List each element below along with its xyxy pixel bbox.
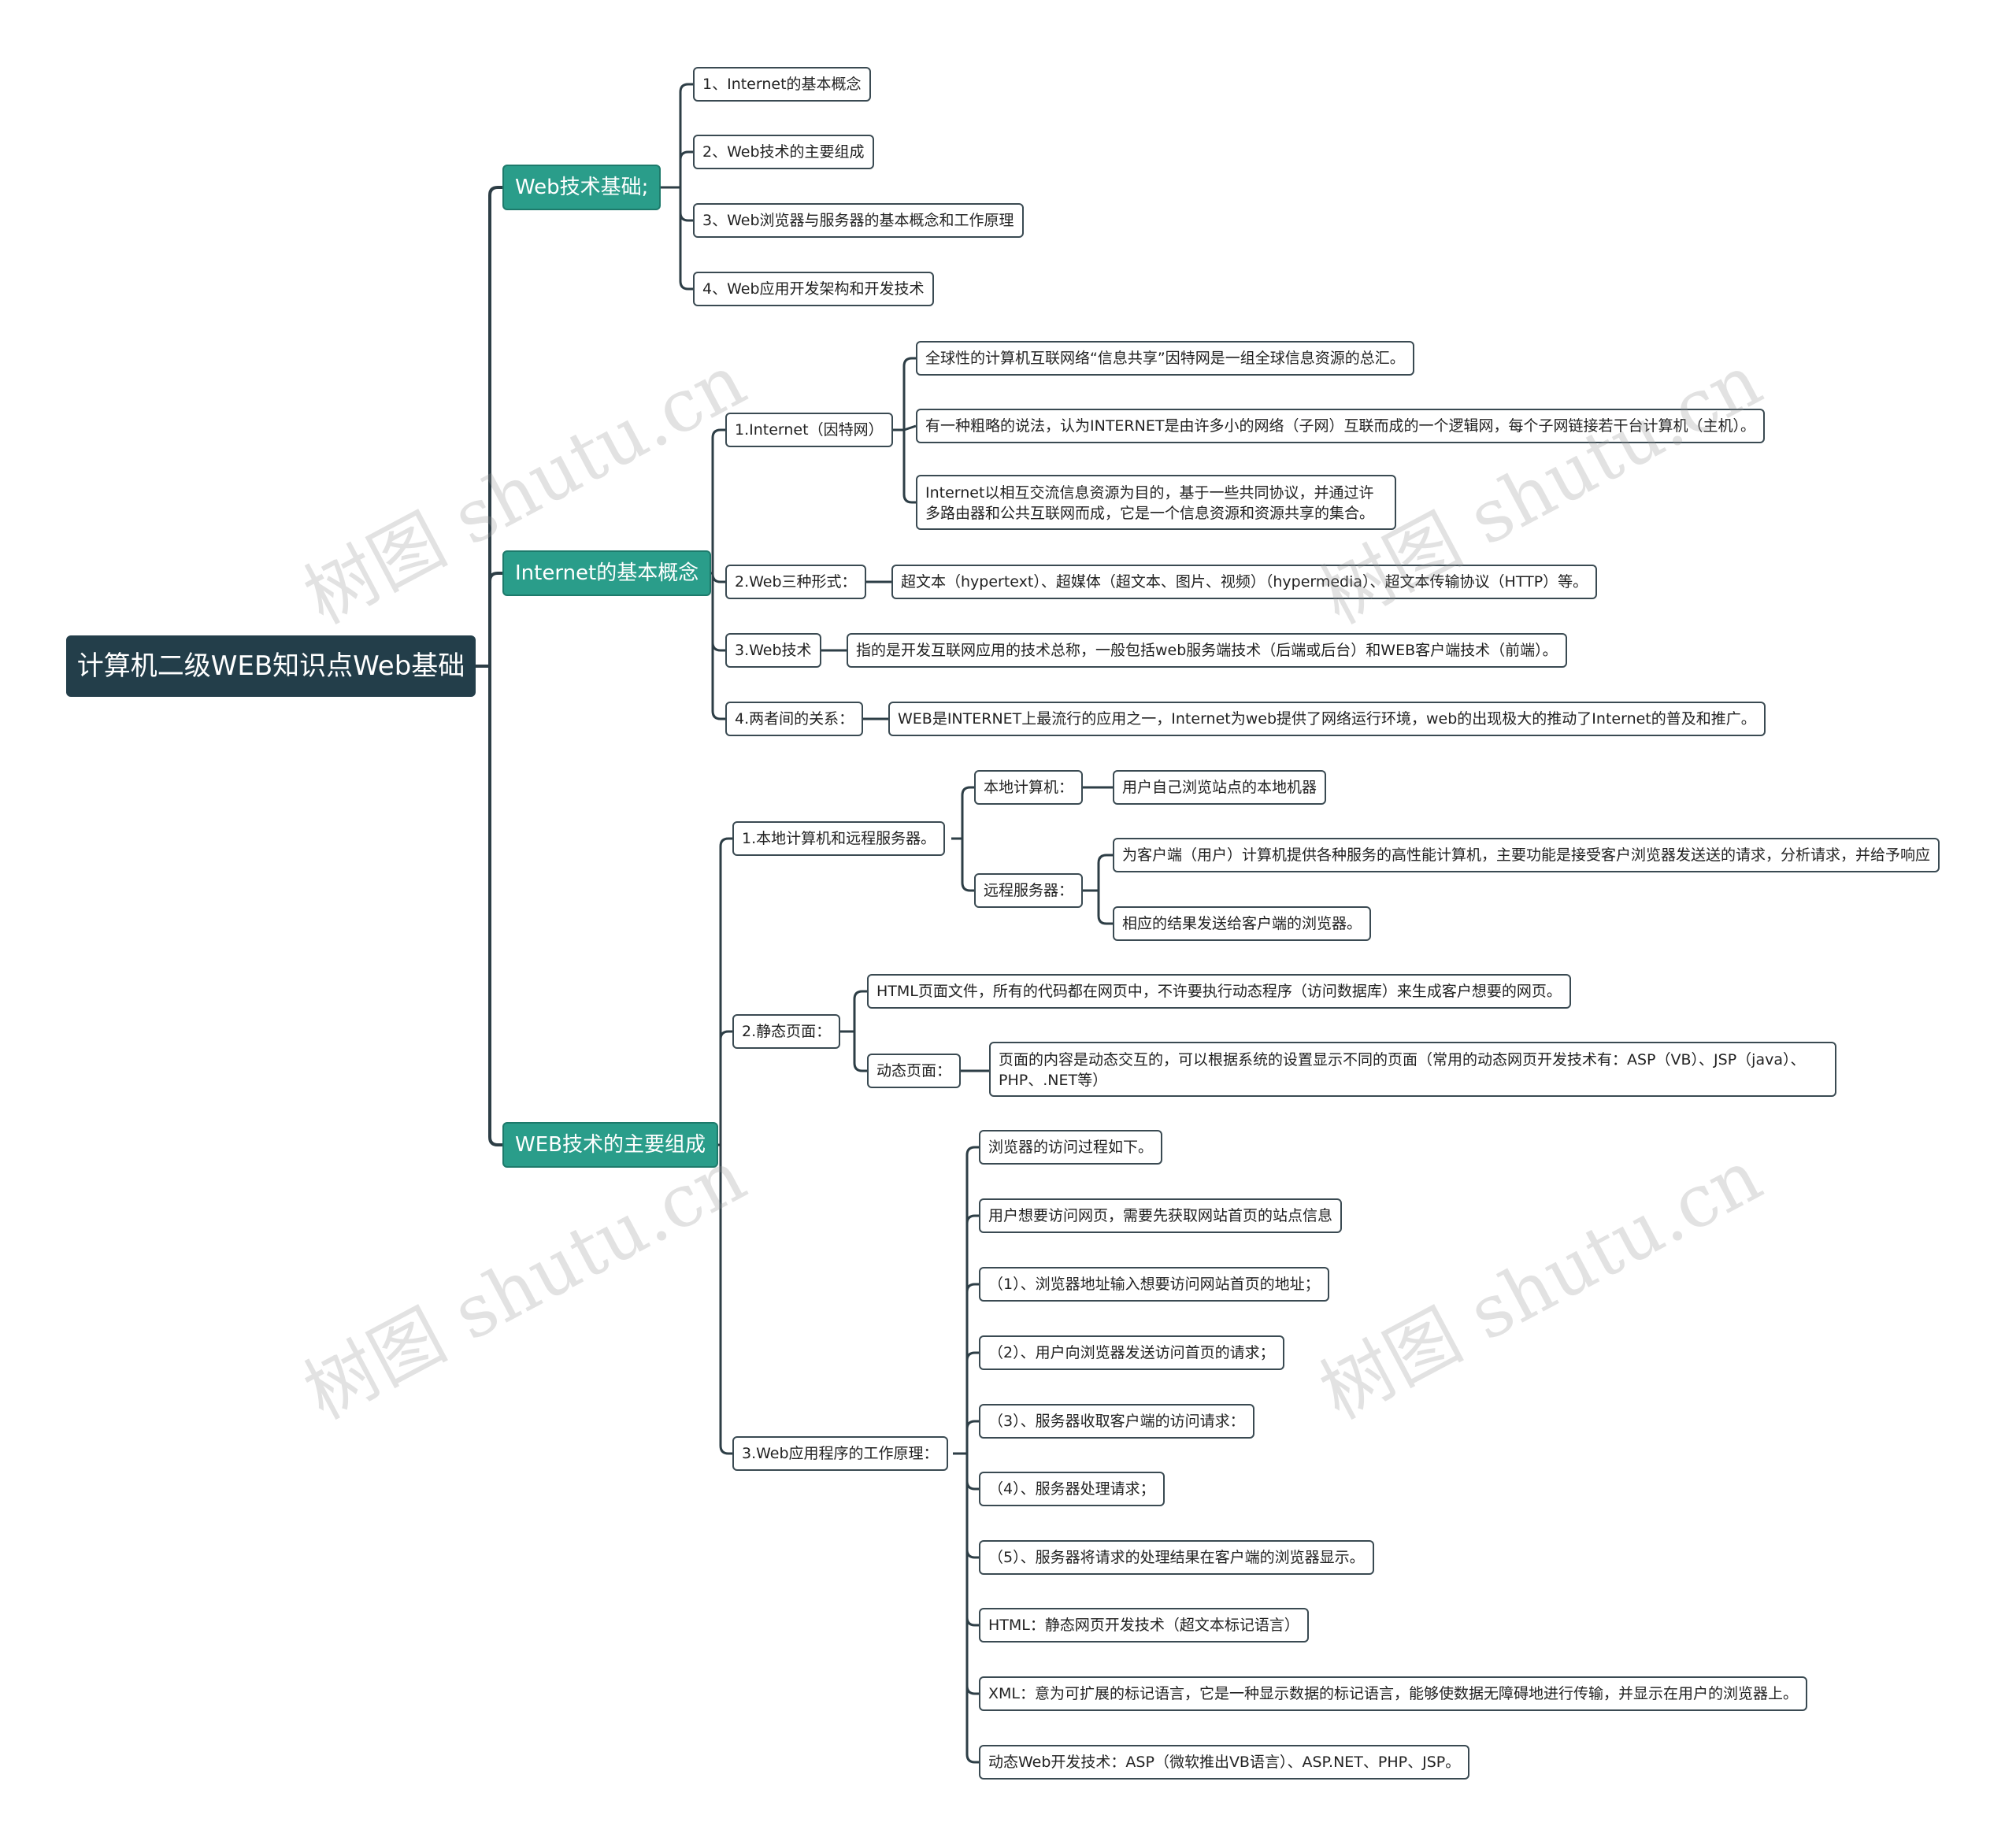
list-item[interactable]: 相应的结果发送给客户端的浏览器。 [1113, 906, 1372, 941]
topic-local-computer[interactable]: 本地计算机： [974, 770, 1084, 805]
list-item[interactable]: Internet以相互交流信息资源为目的，基于一些共同协议，并通过许多路由器和公… [916, 475, 1396, 530]
list-item[interactable]: 4、Web应用开发架构和开发技术 [693, 272, 934, 306]
topic-relation[interactable]: 4.两者间的关系： [725, 702, 864, 736]
list-item[interactable]: 指的是开发互联网应用的技术总称，一般包括web服务端技术（后端或后台）和WEB客… [847, 633, 1567, 668]
topic-web-tech[interactable]: 3.Web技术 [725, 633, 821, 668]
list-item[interactable]: （1）、浏览器地址输入想要访问网站首页的地址； [979, 1267, 1329, 1302]
list-item[interactable]: 页面的内容是动态交互的，可以根据系统的设置显示不同的页面（常用的动态网页开发技术… [989, 1042, 1836, 1097]
branch-web-components[interactable]: WEB技术的主要组成 [502, 1122, 718, 1168]
list-item[interactable]: HTML：静态网页开发技术（超文本标记语言） [979, 1608, 1309, 1643]
branch-web-basics[interactable]: Web技术基础; [502, 165, 662, 210]
list-item[interactable]: WEB是INTERNET上最流行的应用之一，Internet为web提供了网络运… [888, 702, 1766, 736]
branch-internet-concept[interactable]: Internet的基本概念 [502, 550, 712, 596]
list-item[interactable]: （3）、服务器收取客户端的访问请求： [979, 1404, 1254, 1439]
list-item[interactable]: 3、Web浏览器与服务器的基本概念和工作原理 [693, 203, 1024, 238]
root-topic[interactable]: 计算机二级WEB知识点Web基础 [66, 635, 476, 697]
list-item[interactable]: 1、Internet的基本概念 [693, 67, 871, 102]
connector [951, 786, 974, 892]
connector [1083, 854, 1113, 925]
list-item[interactable]: 浏览器的访问过程如下。 [979, 1130, 1163, 1165]
list-item[interactable]: 用户自己浏览站点的本地机器 [1113, 770, 1327, 805]
connector [650, 83, 693, 291]
list-item[interactable]: 超文本（hypertext）、超媒体（超文本、图片、视频）（hypermedia… [891, 565, 1598, 599]
list-item[interactable]: （4）、服务器处理请求； [979, 1472, 1165, 1506]
connector [892, 357, 917, 504]
connector [839, 990, 867, 1072]
connector [476, 186, 502, 1146]
list-item[interactable]: （2）、用户向浏览器发送访问首页的请求； [979, 1335, 1284, 1370]
topic-static-page[interactable]: 2.静态页面： [732, 1014, 841, 1049]
topic-remote-server[interactable]: 远程服务器： [974, 873, 1084, 908]
list-item[interactable]: 有一种粗略的说法，认为INTERNET是由许多小的网络（子网）互联而成的一个逻辑… [916, 409, 1765, 443]
list-item[interactable]: XML：意为可扩展的标记语言，它是一种显示数据的标记语言，能够使数据无障碍地进行… [979, 1676, 1807, 1711]
list-item[interactable]: HTML页面文件，所有的代码都在网页中，不许要执行动态程序（访问数据库）来生成客… [867, 974, 1571, 1009]
topic-app-principle[interactable]: 3.Web应用程序的工作原理： [732, 1436, 948, 1471]
list-item[interactable]: 2、Web技术的主要组成 [693, 135, 874, 169]
connector [953, 1146, 979, 1764]
list-item[interactable]: 用户想要访问网页，需要先获取网站首页的站点信息 [979, 1198, 1343, 1233]
topic-web-three-forms[interactable]: 2.Web三种形式： [725, 565, 866, 599]
list-item[interactable]: 动态Web开发技术：ASP（微软推出VB语言）、ASP.NET、PHP、JSP。 [979, 1745, 1470, 1780]
topic-internet[interactable]: 1.Internet（因特网） [725, 413, 893, 447]
list-item[interactable]: 为客户端（用户）计算机提供各种服务的高性能计算机，主要功能是接受客户浏览器发送送… [1113, 838, 1940, 872]
list-item[interactable]: 全球性的计算机互联网络“信息共享”因特网是一组全球信息资源的总汇。 [916, 341, 1414, 376]
topic-local-remote[interactable]: 1.本地计算机和远程服务器。 [732, 821, 946, 856]
topic-dynamic-page[interactable]: 动态页面： [867, 1054, 962, 1088]
list-item[interactable]: （5）、服务器将请求的处理结果在客户端的浏览器显示。 [979, 1540, 1374, 1575]
